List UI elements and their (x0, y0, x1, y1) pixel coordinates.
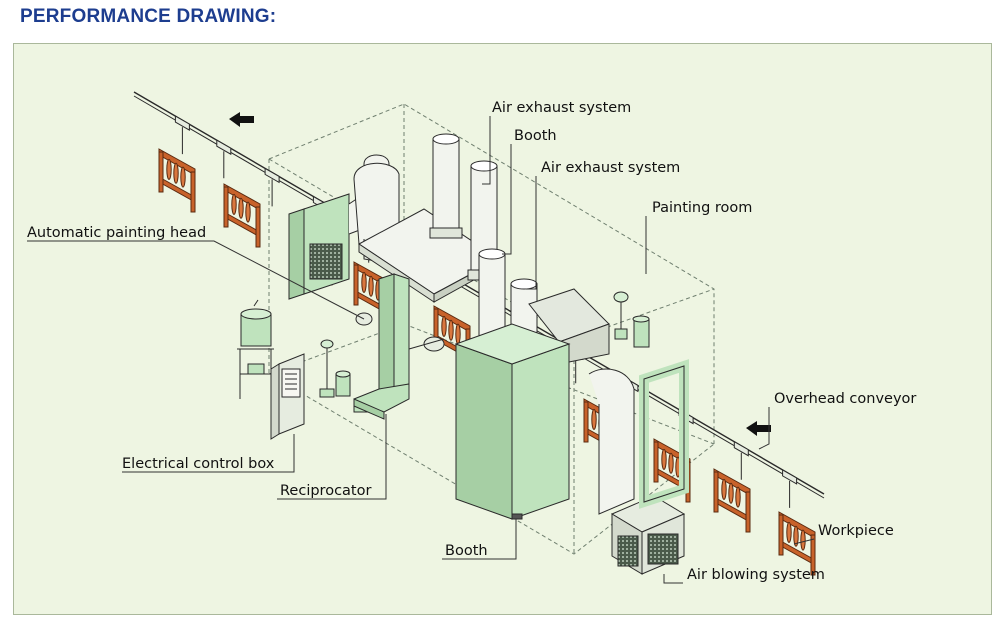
leader-line (502, 144, 512, 255)
workpiece (778, 511, 816, 576)
workpiece-spindle (728, 482, 734, 504)
leader-line (758, 407, 770, 450)
workpiece-spindle (721, 478, 727, 500)
main-booth (454, 323, 571, 520)
workpiece (713, 468, 751, 533)
workpiece-post (190, 171, 196, 213)
conveyor-trolley (174, 115, 190, 131)
grille (309, 243, 343, 280)
leader-line (122, 434, 295, 473)
workpiece-spindle (441, 315, 447, 337)
portal-frame (639, 359, 689, 509)
label-booth-bottom: Booth (445, 543, 488, 559)
workpiece-post (353, 264, 359, 306)
workpiece (158, 148, 196, 213)
leader-line (793, 538, 815, 545)
workpiece-spindle (448, 319, 454, 341)
leader-line (442, 519, 517, 560)
leader-line (277, 414, 387, 500)
workpiece-spindle (455, 323, 461, 345)
label-electrical-control-box: Electrical control box (122, 456, 275, 472)
pressure-pots-left (319, 339, 351, 398)
workpiece-post (653, 441, 659, 483)
workpiece-spindle (668, 452, 674, 474)
workpiece-post (223, 186, 229, 228)
label-air-exhaust-system-1: Air exhaust system (492, 100, 631, 116)
workpiece-spindle (793, 525, 799, 547)
electrical-control-box (270, 353, 305, 440)
label-overhead-conveyor: Overhead conveyor (774, 391, 916, 407)
workpiece-spindle (368, 275, 374, 297)
grille (647, 533, 679, 565)
reciprocator (353, 273, 410, 420)
label-painting-room: Painting room (652, 200, 752, 216)
label-reciprocator: Reciprocator (280, 483, 371, 499)
workpiece-post (158, 151, 164, 193)
label-air-blowing-system: Air blowing system (687, 567, 825, 583)
workpiece-spindle (735, 486, 741, 508)
label-automatic-painting-head: Automatic painting head (27, 225, 206, 241)
leader-line (663, 574, 683, 584)
diagram-panel: Air exhaust system Booth Air exhaust sys… (13, 43, 992, 615)
workpiece (223, 183, 261, 248)
workpiece-post (255, 206, 261, 248)
conveyor-trolley (264, 167, 280, 184)
workpiece-spindle (173, 162, 179, 184)
label-workpiece: Workpiece (818, 523, 894, 539)
paint-tank (237, 299, 274, 399)
leader-line (27, 240, 365, 320)
label-air-exhaust-system-2: Air exhaust system (541, 160, 680, 176)
arrow-left-icon (746, 421, 771, 436)
stack-top (470, 160, 498, 172)
conveyor-trolley (782, 469, 798, 485)
stack-base (429, 227, 463, 239)
stack-top (510, 278, 538, 290)
workpiece-spindle (238, 197, 244, 219)
workpiece-spindle (231, 193, 237, 215)
stack-top (478, 248, 506, 260)
leader-line (482, 116, 491, 185)
workpiece-spindle (245, 201, 251, 223)
conveyor-trolley (216, 139, 232, 156)
arrow-left-icon (229, 112, 254, 127)
page-title: PERFORMANCE DRAWING: (20, 6, 277, 27)
performance-diagram: Air exhaust system Booth Air exhaust sys… (27, 91, 916, 584)
workpiece-post (713, 471, 719, 513)
workpiece-post (778, 514, 784, 556)
automatic-painting-head (355, 312, 445, 352)
conveyor-trolley (733, 440, 749, 457)
workpiece-post (810, 534, 816, 576)
label-booth-top: Booth (514, 128, 557, 144)
stack-pipe (432, 138, 460, 235)
leader-lines (27, 116, 815, 584)
air-blowing-system (588, 368, 686, 575)
leader-line (526, 176, 537, 290)
workpiece-spindle (800, 529, 806, 551)
pressure-pots-right (613, 291, 650, 348)
grille (617, 535, 639, 567)
workpiece-spindle (180, 166, 186, 188)
stack-top (432, 133, 460, 145)
workpiece-post (583, 401, 589, 443)
workpiece-spindle (361, 271, 367, 293)
workpiece-spindle (591, 408, 597, 430)
workpiece-spindle (661, 448, 667, 470)
workpiece-post (745, 491, 751, 533)
workpiece-spindle (786, 521, 792, 543)
workpiece-spindle (166, 158, 172, 180)
